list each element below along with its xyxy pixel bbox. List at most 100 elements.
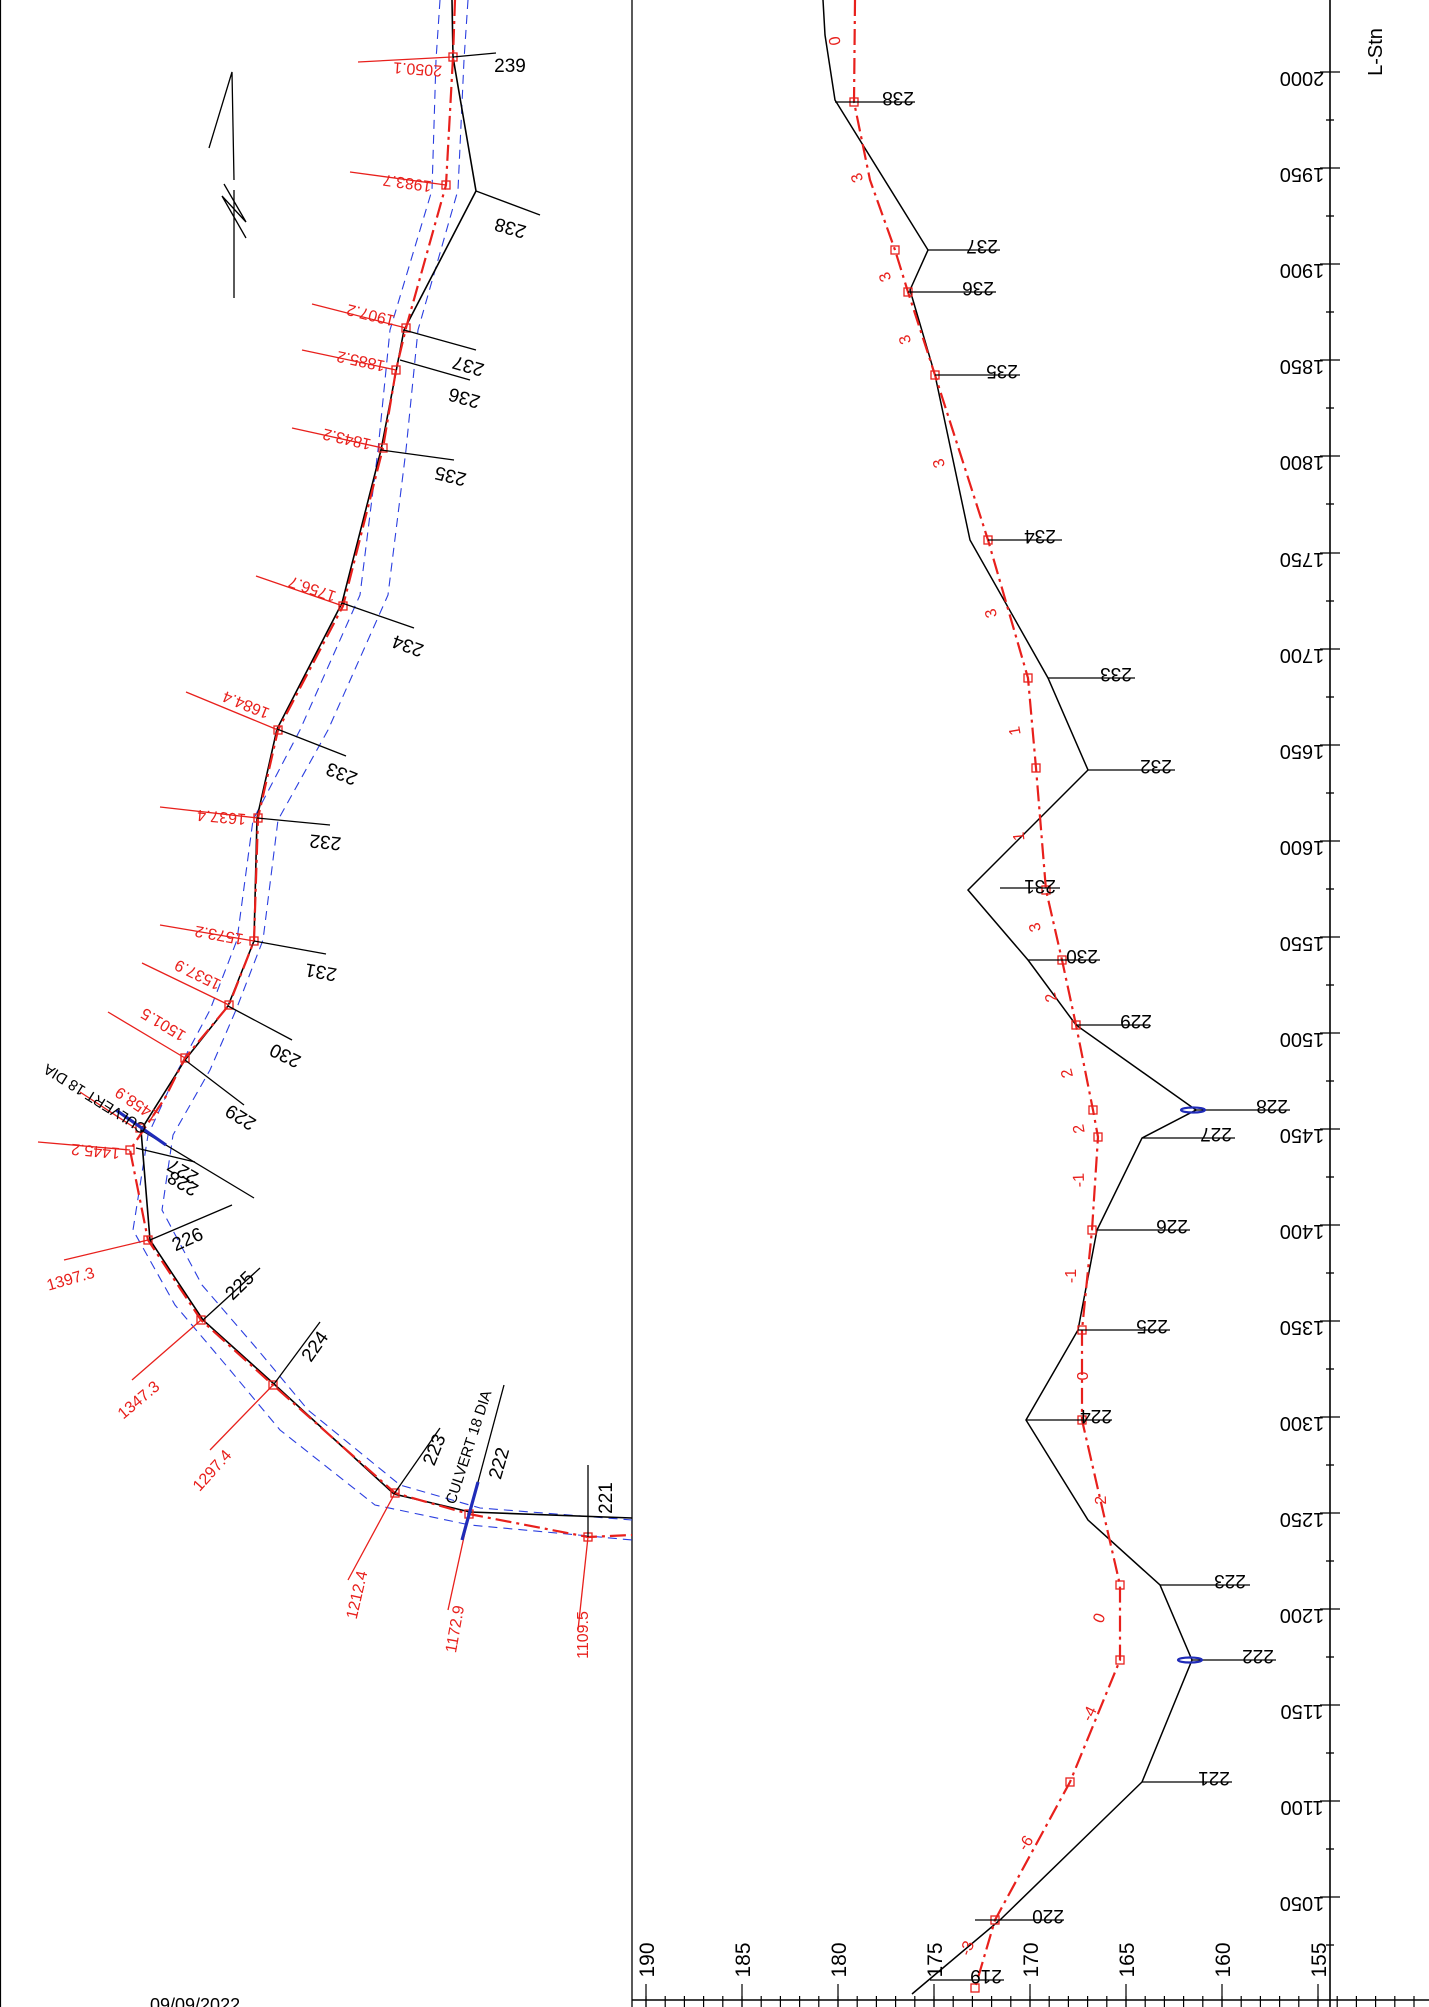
station-tick-label: 1650: [1280, 740, 1325, 762]
profile-view: 2382372362352342332322312302292282272262…: [632, 0, 1429, 2007]
field-alignment-line: [140, 0, 633, 1519]
culvert-marker-profile-222: [1176, 1656, 1204, 1664]
profile-grade-label: 3: [896, 332, 915, 346]
design-centerline: [128, 0, 633, 1539]
station-tick-label: 1950: [1280, 163, 1325, 185]
station-tick-label: 1700: [1280, 644, 1325, 666]
plan-station-label: 1907.2: [345, 300, 397, 328]
station-tick-label: 1250: [1280, 1508, 1325, 1530]
offset-line-right: [161, 0, 633, 1521]
culvert-marker-222: [460, 1481, 480, 1541]
profile-grade-label: -6: [1015, 1833, 1037, 1854]
profile-node-marker: [1093, 1132, 1103, 1142]
plan-node-marker: [401, 323, 411, 333]
profile-node-marker: [1023, 673, 1033, 683]
profile-grade-label: 3: [1026, 921, 1045, 934]
station-tick-label: 1200: [1280, 1604, 1325, 1626]
plan-station-label: 1172.9: [443, 1604, 468, 1654]
profile-grade-label: 2: [1093, 1495, 1110, 1505]
profile-grade-label: -1: [1071, 1173, 1088, 1188]
plan-node-marker: [338, 601, 348, 611]
plan-station-label: 1397.3: [45, 1265, 97, 1295]
profile-point-label: 233: [1100, 663, 1132, 684]
plan-point-label: 224: [298, 1327, 334, 1365]
plan-point-label: 221: [596, 1482, 617, 1514]
profile-node-marker: [1088, 1105, 1098, 1115]
profile-point-label: 225: [1136, 1315, 1168, 1336]
elevation-tick-label: 175: [924, 1942, 947, 1977]
plan-point-label: 234: [389, 630, 426, 661]
profile-point-label: 234: [1024, 525, 1056, 546]
profile-point-label: 220: [1032, 1905, 1064, 1926]
profile-point-label: 238: [882, 87, 914, 108]
profile-grade-label: 1: [1011, 831, 1029, 842]
profile-grade-label: 1: [1006, 725, 1024, 737]
station-tick-label: 1150: [1280, 1700, 1323, 1722]
plan-point-label: 231: [304, 958, 339, 984]
profile-node-marker: [1115, 1580, 1125, 1590]
plan-station-label: 1843.2: [321, 425, 373, 453]
profile-point-label: 219: [970, 1965, 1002, 1986]
plan-node-marker: [391, 365, 401, 375]
profile-point-label: 229: [1120, 1010, 1152, 1031]
plan-station-label: 1983.7: [382, 171, 433, 195]
plan-point-label: 236: [446, 383, 482, 412]
elevation-tick-label: 185: [732, 1942, 755, 1977]
profile-point-label: 231: [1024, 875, 1056, 896]
footer-date: 09/09/2022: [150, 1995, 240, 2007]
plan-point-label: 222: [485, 1445, 514, 1481]
plan-station-label: 1885.2: [335, 347, 387, 374]
design-grade-line: [852, 0, 1122, 1989]
elevation-tick-label: 170: [1020, 1942, 1043, 1977]
plan-point-label: 232: [309, 829, 343, 853]
plan-node-marker: [268, 1380, 278, 1390]
plan-point-label: 239: [494, 56, 526, 77]
station-tick-label: 1500: [1280, 1028, 1325, 1050]
station-tick-label: 1750: [1280, 548, 1325, 570]
plan-node-marker: [143, 1235, 153, 1245]
elevation-tick-label: 155: [1308, 1942, 1331, 1977]
plan-station-label: 1212.4: [344, 1569, 372, 1621]
station-tick-label: 1100: [1280, 1796, 1323, 1818]
plan-node-marker: [378, 443, 388, 453]
profile-grade-label: 3: [982, 607, 1001, 620]
profile-grade-label: 0: [1075, 1371, 1092, 1380]
profile-point-label: 237: [966, 235, 998, 256]
profile-grade-label: 0: [826, 35, 844, 47]
profile-grade-label: -3: [957, 1939, 978, 1958]
elevation-tick-label: 180: [828, 1942, 851, 1977]
station-tick-label: 1850: [1280, 355, 1325, 377]
profile-point-label: 236: [962, 277, 994, 298]
plan-node-marker: [249, 936, 259, 946]
ground-profile-line: [822, 0, 1198, 1995]
profile-point-label: 230: [1066, 945, 1098, 966]
profile-grade-label: 3: [876, 269, 895, 284]
profile-point-label: 223: [1214, 1570, 1246, 1591]
plan-station-label: 1684.4: [220, 687, 272, 721]
profile-node-marker: [890, 245, 900, 255]
plan-point-label: 225: [221, 1267, 258, 1304]
plan-station-label: 1573.2: [194, 922, 245, 947]
plan-station-label: 1637.4: [196, 806, 246, 827]
profile-grade-label: 2: [1058, 1067, 1077, 1080]
profile-grade-label: 2: [1070, 1123, 1088, 1135]
profile-point-label: 228: [1256, 1095, 1288, 1116]
profile-point-label: 226: [1156, 1215, 1188, 1236]
profile-node-marker: [1031, 763, 1041, 773]
station-tick-label: 1350: [1280, 1316, 1325, 1338]
plan-station-label: 1445.2: [70, 1140, 120, 1161]
north-arrow-icon: [208, 71, 247, 298]
plan-point-label: 223: [419, 1431, 450, 1468]
plan-node-marker: [273, 725, 283, 735]
plan-station-label: 1297.4: [190, 1447, 235, 1495]
profile-point-label: 227: [1200, 1123, 1232, 1144]
profile-point-label: 222: [1242, 1645, 1274, 1666]
profile-point-label: 224: [1080, 1405, 1112, 1426]
plan-station-label: 1756.7: [287, 572, 339, 604]
profile-grade-label: -1: [1063, 1269, 1080, 1283]
station-tick-label: 2000: [1280, 67, 1325, 89]
profile-grade-label: 0: [1090, 1611, 1109, 1626]
plan-node-marker: [224, 1000, 234, 1010]
